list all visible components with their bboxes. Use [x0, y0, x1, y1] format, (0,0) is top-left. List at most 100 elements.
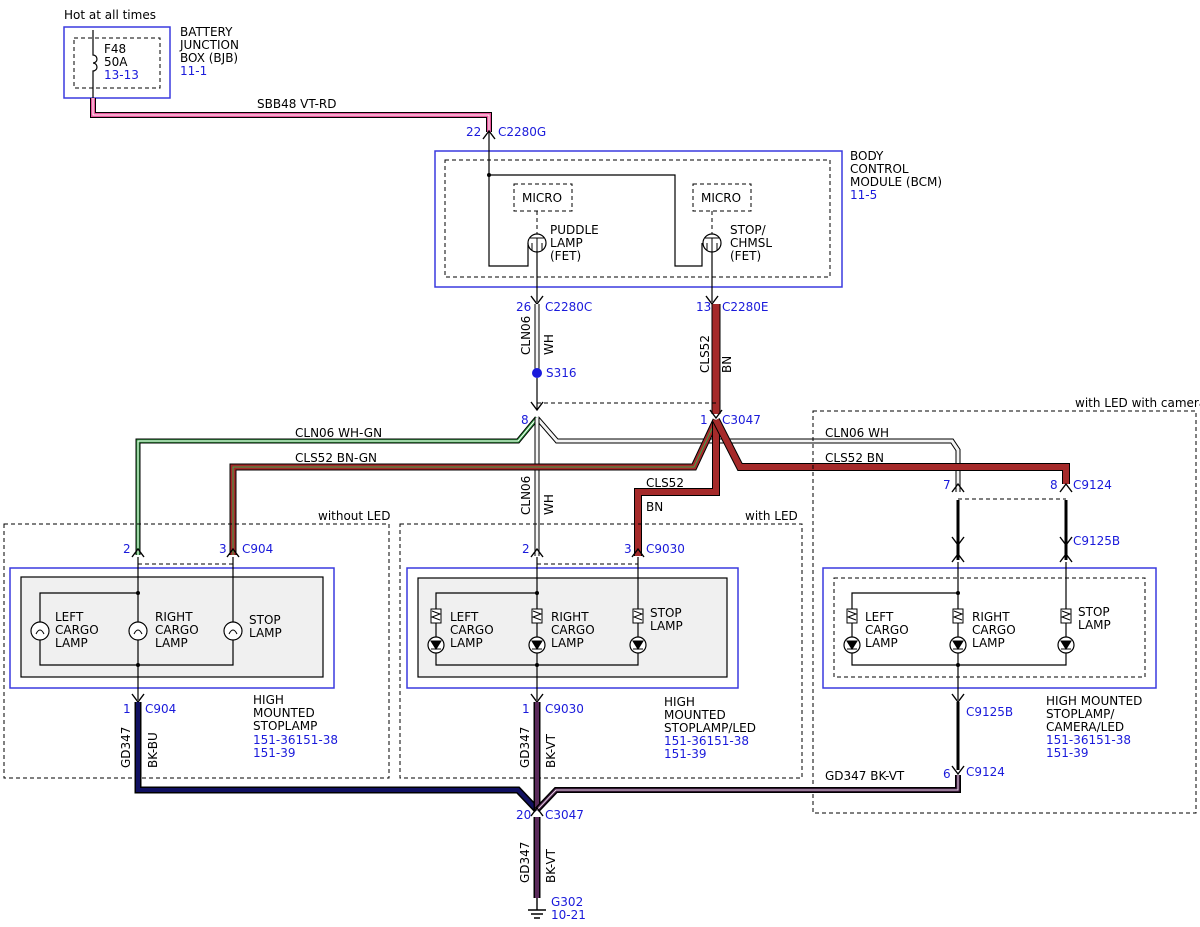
bcm-inner	[444, 159, 831, 278]
c9030-bot[interactable]: C9030	[545, 702, 584, 716]
c2280c-label[interactable]: C2280C	[545, 300, 592, 314]
hms-a-ref1[interactable]: 151-36151-38	[253, 733, 338, 747]
c9124-bot[interactable]: C9124	[966, 765, 1005, 779]
pin-20: 20	[516, 808, 531, 822]
puddle-2: LAMP	[550, 236, 583, 250]
c-left-2: CARGO	[865, 623, 909, 637]
a-stop-2: LAMP	[249, 626, 282, 640]
c9124-top[interactable]: C9124	[1073, 478, 1112, 492]
cam-led-left-icon	[843, 608, 861, 654]
splice-s316-icon	[532, 368, 542, 378]
b-left-3: LAMP	[450, 636, 483, 650]
hms-b-ref1[interactable]: 151-36151-38	[664, 734, 749, 748]
b-right-1: RIGHT	[551, 610, 589, 624]
fuse-f48-icon	[92, 30, 98, 98]
c904-top[interactable]: C904	[242, 542, 273, 556]
sbb48-label: SBB48 VT-RD	[257, 97, 337, 111]
fuse-name: F48	[104, 42, 126, 56]
cln06-whgn-label: CLN06 WH-GN	[295, 426, 382, 440]
gd347-d: GD347	[518, 842, 532, 883]
led-right-icon	[528, 608, 546, 654]
pin-2-a: 2	[123, 542, 131, 556]
pin-8: 8	[521, 413, 529, 427]
pin-22: 22	[466, 125, 481, 139]
pin-2-b: 2	[522, 542, 530, 556]
a-right-2: CARGO	[155, 623, 199, 637]
a-left-1: LEFT	[55, 610, 84, 624]
pin-13: 13	[696, 300, 711, 314]
bcm-ref[interactable]: 11-5	[850, 188, 877, 202]
micro-2-box	[692, 183, 752, 212]
hms-a-ref2[interactable]: 151-39	[253, 746, 296, 760]
puddle-1: PUDDLE	[550, 223, 599, 237]
micro-2: MICRO	[701, 191, 741, 205]
stop-2: CHMSL	[730, 236, 772, 250]
hms-c-1: HIGH MOUNTED	[1046, 694, 1142, 708]
frame-without-led	[3, 523, 390, 779]
c9125b-top[interactable]: C9125B	[1073, 534, 1120, 548]
without-led-label: without LED	[318, 509, 390, 523]
hms-a-2: MOUNTED	[253, 706, 315, 720]
b-right-3: LAMP	[551, 636, 584, 650]
c9030-top[interactable]: C9030	[646, 542, 685, 556]
bjb-box	[63, 26, 171, 99]
g302-ref[interactable]: 10-21	[551, 908, 586, 922]
pin-1-c3047: 1	[700, 413, 708, 427]
stoplamp-a-box	[9, 567, 335, 689]
c3047-bot-connector-icon	[530, 806, 544, 817]
a-left-3: LAMP	[55, 636, 88, 650]
c2280e-label[interactable]: C2280E	[722, 300, 769, 314]
hms-b-1: HIGH	[664, 695, 695, 709]
c-right-2: CARGO	[972, 623, 1016, 637]
bjb-inner	[73, 37, 161, 89]
bkvt-b: BK-VT	[544, 733, 558, 768]
c3047-bot[interactable]: C3047	[545, 808, 584, 822]
pin-1-c9030: 1	[522, 702, 530, 716]
cls52-mid: CLS52	[646, 476, 684, 490]
gd347-c: GD347 BK-VT	[825, 769, 905, 783]
b-stop-2: LAMP	[650, 619, 683, 633]
bcm-box	[434, 150, 843, 288]
pin-8-c9124: 8	[1050, 478, 1058, 492]
fuse-ref[interactable]: 13-13	[104, 68, 139, 82]
bn-mid: BN	[646, 500, 663, 514]
led-stop-icon	[629, 608, 647, 654]
pin-26: 26	[516, 300, 531, 314]
led-left-icon	[427, 608, 445, 654]
hms-b-2: MOUNTED	[664, 708, 726, 722]
hms-c-ref2[interactable]: 151-39	[1046, 746, 1089, 760]
c9125b-bot[interactable]: C9125B	[966, 705, 1013, 719]
micro-1-box	[513, 183, 573, 212]
bn-v: BN	[720, 356, 734, 373]
fuse-rating: 50A	[104, 55, 128, 69]
stoplamp-b-box	[406, 567, 739, 689]
a-stop-1: STOP	[249, 613, 281, 627]
c904-bot[interactable]: C904	[145, 702, 176, 716]
stoplamp-c-box	[822, 567, 1157, 689]
s316-label[interactable]: S316	[546, 366, 577, 380]
bcm-name-3: MODULE (BCM)	[850, 175, 942, 189]
frame-with-led-camera	[812, 410, 1197, 814]
pin-1-c904: 1	[123, 702, 131, 716]
cam-led-right-icon	[949, 608, 967, 654]
b-left-1: LEFT	[450, 610, 479, 624]
hms-b-3: STOPLAMP/LED	[664, 721, 756, 735]
bcm-name-2: CONTROL	[850, 162, 909, 176]
hms-c-ref1[interactable]: 151-36151-38	[1046, 733, 1131, 747]
cls52-bn-right-label: CLS52 BN	[825, 451, 884, 465]
g302-label[interactable]: G302	[551, 895, 583, 909]
cls52-v: CLS52	[698, 335, 712, 373]
hms-b-ref2[interactable]: 151-39	[664, 747, 707, 761]
hot-label: Hot at all times	[64, 8, 156, 22]
stop-3: (FET)	[730, 249, 761, 263]
c3047-top[interactable]: C3047	[722, 413, 761, 427]
stop-bulb-icon	[223, 621, 243, 641]
puddle-fet-icon	[527, 233, 547, 253]
bjb-ref[interactable]: 11-1	[180, 64, 207, 78]
micro-1: MICRO	[522, 191, 562, 205]
a-right-3: LAMP	[155, 636, 188, 650]
stop-fet-icon	[702, 233, 722, 253]
pin-3-b: 3	[624, 542, 632, 556]
c2280g-label[interactable]: C2280G	[498, 125, 546, 139]
